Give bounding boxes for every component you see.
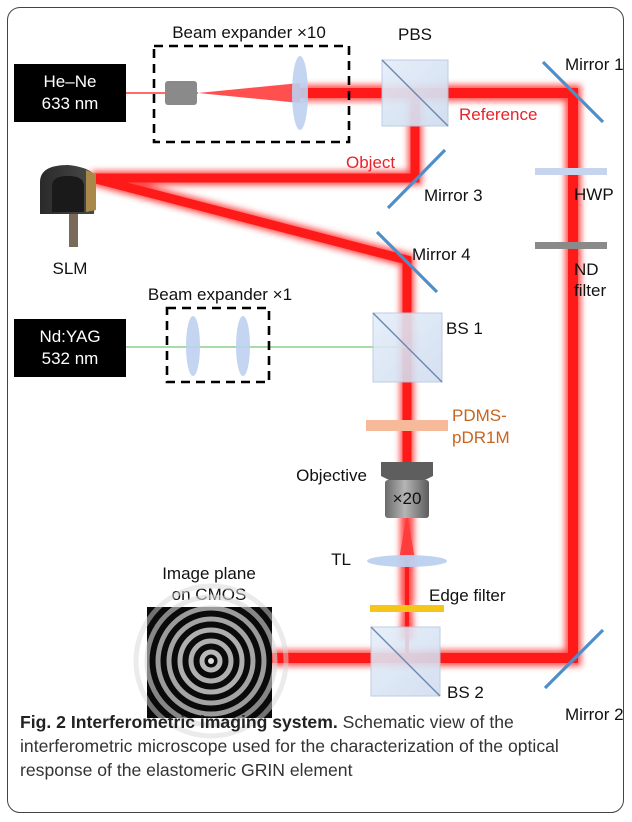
edge-filter: Edge filter [370,586,506,612]
tube-lens: TL [331,550,447,569]
mirror-2-label: Mirror 2 [565,705,624,724]
beam-expander-x1-label: Beam expander ×1 [148,285,292,304]
ndyag-label: Nd:YAG [39,327,100,346]
caption-text: Schematic view of the interferometric mi… [20,712,559,780]
mirror-3: Mirror 3 [386,148,483,210]
interference-rings [133,583,289,739]
mirror-2: Mirror 2 [543,628,624,724]
hene-laser: He–Ne 633 nm [14,64,126,122]
object-label: Object [346,153,395,172]
reference-label: Reference [459,105,537,124]
mirror-4-label: Mirror 4 [412,245,471,264]
tl-focus-cone [399,512,415,560]
expander-small-lens [165,81,197,105]
image-plane-label-1: Image plane [162,564,256,583]
expander1-lens-left [186,316,200,376]
slm: SLM [40,165,97,278]
pdms-label-1: PDMS- [452,406,507,425]
hwp-label: HWP [574,185,614,204]
mirror-1: Mirror 1 [541,55,624,124]
bs2-label: BS 2 [447,683,484,702]
hwp: HWP [535,168,614,204]
mirror-4: Mirror 4 [375,230,471,294]
objective-magnification: ×20 [393,489,422,508]
beam-expander-x1: Beam expander ×1 [148,285,292,384]
slm-label: SLM [53,259,88,278]
nd-filter-label-2: filter [574,281,606,300]
hene-expanding-cone [198,83,300,103]
expander-large-lens [292,56,308,130]
ndyag-laser: Nd:YAG 532 nm [14,319,126,377]
nd-filter: ND filter [535,242,607,300]
bs1-label: BS 1 [446,319,483,338]
expander1-lens-right [236,316,250,376]
hene-wavelength: 633 nm [42,94,99,113]
beam-expander-x10-label: Beam expander ×10 [172,23,326,42]
ndyag-wavelength: 532 nm [42,349,99,368]
slm-post [69,205,78,247]
figure-caption: Fig. 2 Interferometric imaging system. S… [20,710,620,782]
edge-filter-label: Edge filter [429,586,506,605]
caption-title: Fig. 2 Interferometric imaging system. [20,712,338,732]
mirror-3-label: Mirror 3 [424,186,483,205]
cmos-image: Image plane on CMOS [133,564,289,739]
hene-label: He–Ne [44,72,97,91]
objective-label: Objective [296,466,367,485]
bs1-cube: BS 1 [372,312,483,383]
pdms-sample: PDMS- pDR1M [366,406,510,447]
pdms-label-2: pDR1M [452,428,510,447]
beam-expander-x10: Beam expander ×10 [152,23,351,144]
pbs-label: PBS [398,25,432,44]
figure-border [7,7,624,813]
mirror-1-label: Mirror 1 [565,55,624,74]
nd-filter-label-1: ND [574,260,599,279]
objective-lens: ×20 Objective [296,462,433,518]
bs2-cube: BS 2 [370,626,484,702]
pbs-cube: PBS [381,25,449,127]
tl-label: TL [331,550,351,569]
